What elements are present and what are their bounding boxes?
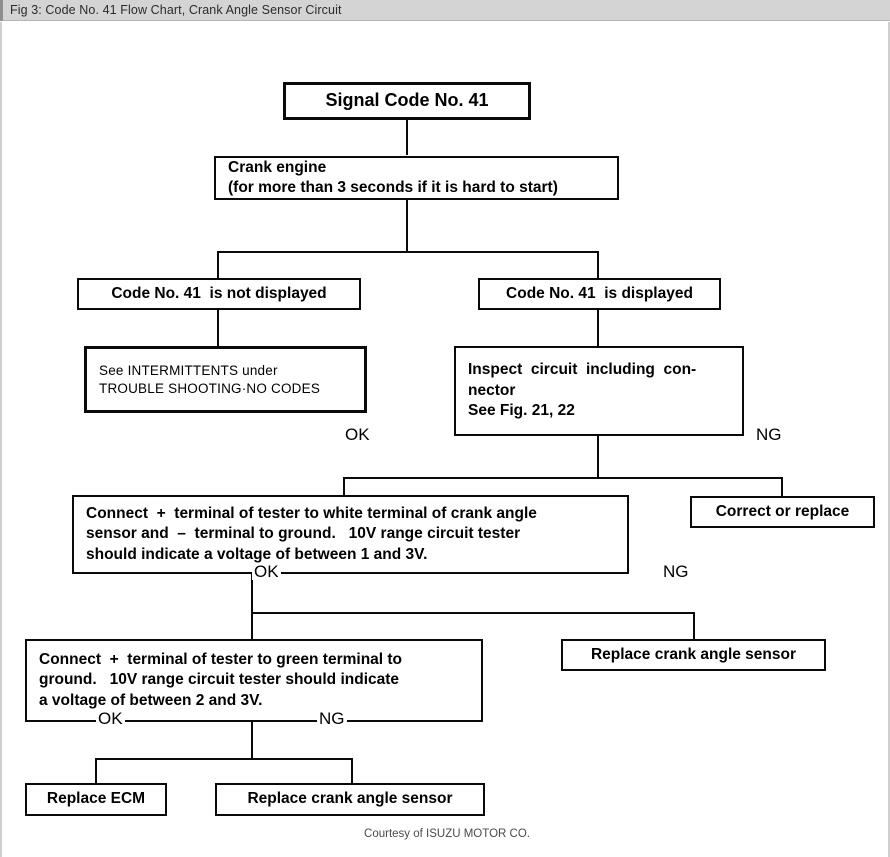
- node-see-intermittents-line1: See INTERMITTENTS under: [99, 362, 278, 378]
- document-page: OK NG OK NG OK NG Signal Code No. 41 Cra…: [0, 22, 890, 857]
- connector-green-split-bar: [95, 758, 353, 760]
- connector-inspect-stem: [597, 436, 599, 478]
- node-see-intermittents: See INTERMITTENTS under TROUBLE SHOOTING…: [84, 346, 367, 413]
- node-correct-or-replace-line1: Correct or replace: [715, 502, 850, 520]
- node-code-not-displayed: Code No. 41 is not displayed: [77, 278, 361, 310]
- node-signal-code-41-line1: Signal Code No. 41: [325, 90, 489, 111]
- node-replace-sensor-bottom: Replace crank angle sensor: [215, 783, 485, 816]
- connector-white-stem: [251, 574, 253, 614]
- node-replace-ecm: Replace ECM: [25, 783, 167, 816]
- node-connect-white-terminal-line3: should indicate a voltage of between 1 a…: [86, 545, 428, 563]
- figure-caption: Fig 3: Code No. 41 Flow Chart, Crank Ang…: [10, 3, 342, 17]
- footer-credit: Courtesy of ISUZU MOTOR CO.: [364, 828, 530, 840]
- branch-label-inspect-ok: OK: [343, 425, 372, 444]
- connector-drop-code-displayed: [597, 251, 599, 278]
- connector-drop-inspect-ok: [343, 477, 345, 497]
- connector-drop-white-ng: [693, 612, 695, 639]
- node-connect-green-terminal-line2: ground. 10V range circuit tester should …: [39, 671, 400, 689]
- title-bar-accent: [0, 0, 3, 21]
- node-replace-sensor-bottom-line1: Replace crank angle sensor: [247, 790, 453, 808]
- node-crank-engine: Crank engine (for more than 3 seconds if…: [214, 156, 619, 200]
- connector-drop-white-ok: [251, 612, 253, 639]
- node-connect-green-terminal-line1: Connect + terminal of tester to green te…: [39, 650, 403, 668]
- flowchart-canvas: OK NG OK NG OK NG Signal Code No. 41 Cra…: [2, 22, 890, 857]
- node-connect-white-terminal: Connect + terminal of tester to white te…: [72, 495, 629, 574]
- connector-crank-stem: [406, 198, 408, 252]
- node-inspect-circuit: Inspect circuit including con- nector Se…: [454, 346, 744, 436]
- node-inspect-circuit-line1: Inspect circuit including con-: [468, 361, 697, 379]
- node-connect-green-terminal-line3: a voltage of between 2 and 3V.: [39, 691, 263, 709]
- connector-drop-code-not-displayed: [217, 251, 219, 278]
- node-signal-code-41: Signal Code No. 41: [283, 82, 531, 120]
- node-code-displayed-line1: Code No. 41 is displayed: [506, 284, 693, 302]
- connector-crank-split-bar: [217, 251, 599, 253]
- branch-label-green-ok: OK: [96, 709, 125, 728]
- node-inspect-circuit-line3: See Fig. 21, 22: [468, 402, 575, 420]
- connector-signal-to-crank: [406, 119, 408, 155]
- connector-inspect-split-bar: [343, 477, 783, 479]
- node-replace-sensor-middle-line1: Replace crank angle sensor: [590, 645, 797, 663]
- node-crank-engine-line1: Crank engine: [228, 158, 327, 176]
- connector-green-stem: [251, 722, 253, 760]
- connector-drop-green-ok: [95, 758, 97, 784]
- node-connect-white-terminal-line1: Connect + terminal of tester to white te…: [86, 504, 537, 522]
- branch-label-white-ng: NG: [661, 562, 691, 581]
- node-code-displayed: Code No. 41 is displayed: [478, 278, 721, 310]
- connector-drop-inspect-ng: [781, 477, 783, 497]
- connector-drop-green-ng: [351, 758, 353, 784]
- connector-white-split-bar: [251, 612, 695, 614]
- node-connect-green-terminal: Connect + terminal of tester to green te…: [25, 639, 483, 722]
- connector-displayed-to-inspect: [597, 310, 599, 346]
- node-crank-engine-line2: (for more than 3 seconds if it is hard t…: [228, 179, 558, 196]
- node-code-not-displayed-line1: Code No. 41 is not displayed: [111, 284, 327, 302]
- node-correct-or-replace: Correct or replace: [690, 496, 875, 528]
- connector-notdisplayed-to-intermittents: [217, 310, 219, 347]
- branch-label-inspect-ng: NG: [754, 425, 784, 444]
- node-connect-white-terminal-line2: sensor and – terminal to ground. 10V ran…: [86, 525, 521, 543]
- node-see-intermittents-line2: TROUBLE SHOOTING·NO CODES: [99, 380, 321, 396]
- branch-label-green-ng: NG: [317, 709, 347, 728]
- window-title-bar: Fig 3: Code No. 41 Flow Chart, Crank Ang…: [0, 0, 890, 21]
- branch-label-white-ok: OK: [252, 562, 281, 581]
- node-inspect-circuit-line2: nector: [468, 381, 516, 399]
- node-replace-ecm-line1: Replace ECM: [46, 790, 146, 808]
- node-replace-sensor-middle: Replace crank angle sensor: [561, 639, 826, 671]
